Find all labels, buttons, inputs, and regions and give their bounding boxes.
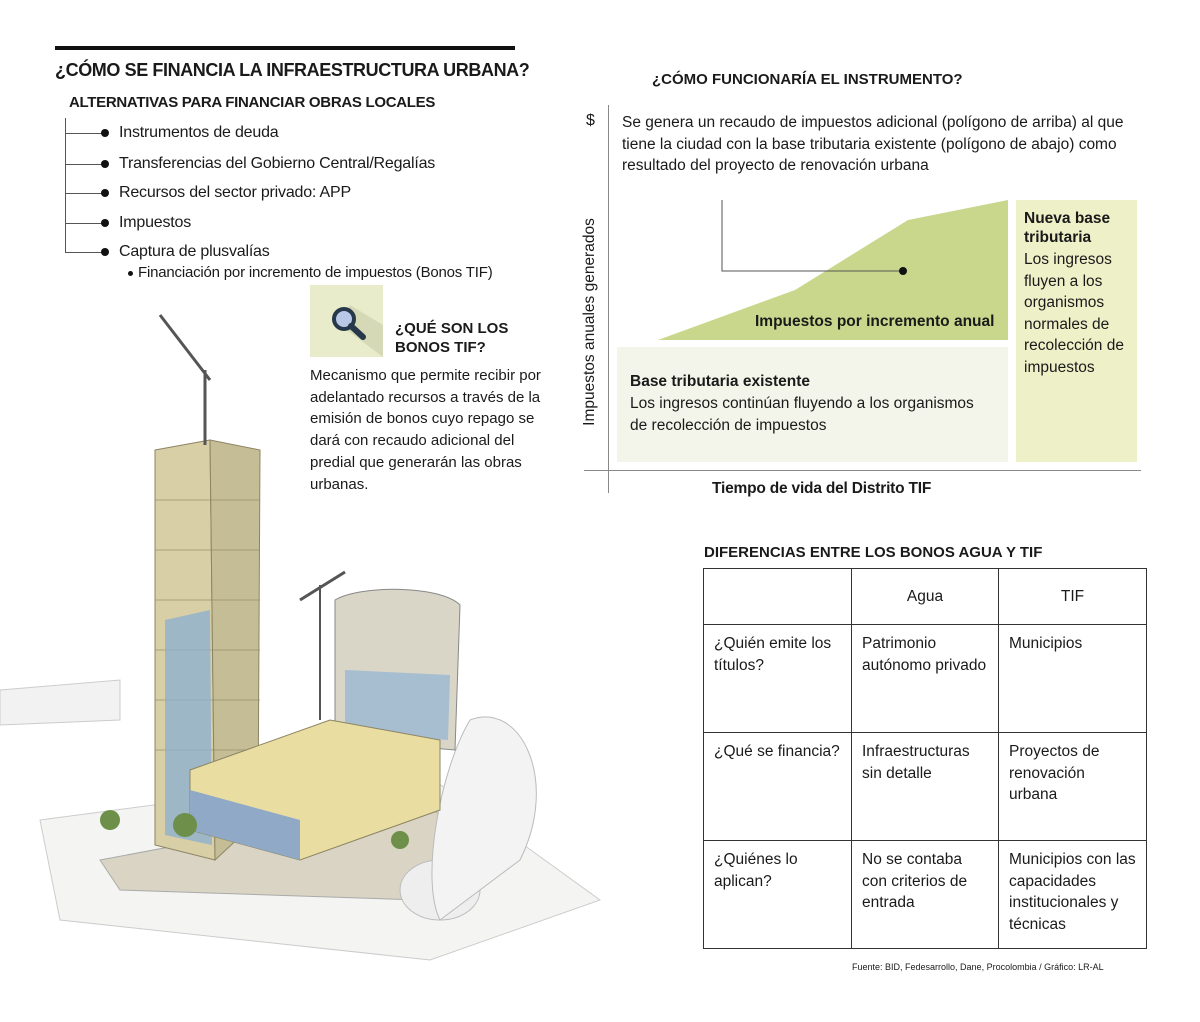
sub-list-item-label: Financiación por incremento de impuestos… bbox=[138, 264, 493, 281]
y-axis-label: Impuestos anuales generados bbox=[581, 218, 598, 426]
list-item-label: Impuestos bbox=[119, 214, 192, 231]
building-illustration bbox=[0, 314, 602, 961]
bullet-icon bbox=[101, 219, 109, 227]
list-item-label: Recursos del sector privado: APP bbox=[119, 184, 351, 201]
source-credit: Fuente: BID, Fedesarrollo, Dane, Procolo… bbox=[852, 962, 1104, 972]
header-cell: TIF bbox=[998, 568, 1147, 625]
x-axis-label: Tiempo de vida del Distrito TIF bbox=[712, 480, 932, 497]
diagram-title: ¿CÓMO FUNCIONARÍA EL INSTRUMENTO? bbox=[652, 71, 963, 88]
x-axis bbox=[584, 470, 1141, 471]
bullet-icon bbox=[101, 248, 109, 256]
table-cell: No se contaba con criterios de entrada bbox=[851, 840, 999, 949]
table-row: ¿Quiénes lo aplican?No se contaba con cr… bbox=[703, 840, 1147, 949]
list-item: Instrumentos de deuda bbox=[65, 123, 279, 143]
table-row: ¿Qué se financia?Infraestructuras sin de… bbox=[703, 732, 1147, 841]
list-item: Transferencias del Gobierno Central/Rega… bbox=[65, 154, 435, 174]
list-item-label: Captura de plusvalías bbox=[119, 243, 270, 260]
table-cell: Patrimonio autónomo privado bbox=[851, 624, 999, 733]
table-cell: Infraestructuras sin detalle bbox=[851, 732, 999, 841]
increment-polygon bbox=[658, 200, 1008, 340]
existing-base-title: Base tributaria existente bbox=[630, 373, 811, 390]
list-item: Recursos del sector privado: APP bbox=[65, 183, 351, 203]
currency-symbol: $ bbox=[586, 112, 595, 129]
bullet-icon bbox=[101, 129, 109, 137]
magnifier-icon bbox=[332, 305, 383, 357]
header-cell: Agua bbox=[851, 568, 999, 625]
list-item-label: Transferencias del Gobierno Central/Rega… bbox=[119, 155, 436, 172]
bullet-icon bbox=[128, 270, 133, 276]
increment-label: Impuestos por incremento anual bbox=[755, 313, 995, 330]
list-item-label: Instrumentos de deuda bbox=[119, 124, 279, 141]
bullet-icon bbox=[101, 160, 109, 168]
header-cell bbox=[703, 568, 852, 625]
table-cell: Municipios bbox=[998, 624, 1147, 733]
question-line: BONOS TIF? bbox=[395, 339, 486, 356]
table-row: ¿Quién emite los títulos?Patrimonio autó… bbox=[703, 624, 1147, 733]
magnifier-tile bbox=[310, 285, 383, 357]
table-cell: Proyectos de renovación urbana bbox=[998, 732, 1147, 841]
list-item: Captura de plusvalías bbox=[65, 242, 270, 262]
existing-base-text: Los ingresos continúan fluyendo a los or… bbox=[630, 395, 974, 434]
leader-dot bbox=[899, 267, 907, 275]
y-axis bbox=[608, 105, 609, 493]
bullet-icon bbox=[101, 189, 109, 197]
table-cell: Municipios con las capacidades instituci… bbox=[998, 840, 1147, 949]
bonds-answer: Mecanismo que permite recibir por adelan… bbox=[310, 367, 541, 493]
list-item: Impuestos bbox=[65, 213, 191, 233]
question-line: ¿QUÉ SON LOS bbox=[395, 320, 509, 337]
table-title: DIFERENCIAS ENTRE LOS BONOS AGUA Y TIF bbox=[704, 544, 1043, 561]
leader-line bbox=[721, 200, 903, 272]
bonds-question: ¿QUÉ SON LOS BONOS TIF? bbox=[395, 319, 508, 357]
page-title: ¿CÓMO SE FINANCIA LA INFRAESTRUCTURA URB… bbox=[55, 60, 530, 80]
title-rule bbox=[55, 46, 515, 50]
table-cell: ¿Quién emite los títulos? bbox=[703, 624, 852, 733]
new-base-title: Nueva base tributaria bbox=[1024, 210, 1111, 246]
table-cell: ¿Quiénes lo aplican? bbox=[703, 840, 852, 949]
table-cell: ¿Qué se financia? bbox=[703, 732, 852, 841]
sub-list-item: Financiación por incremento de impuestos… bbox=[128, 264, 493, 281]
section-subtitle: ALTERNATIVAS PARA FINANCIAR OBRAS LOCALE… bbox=[69, 94, 436, 111]
diagram-description: Se genera un recaudo de impuestos adicio… bbox=[622, 114, 1124, 174]
new-base-text: Los ingresos fluyen a los organismos nor… bbox=[1024, 251, 1124, 376]
tree-line bbox=[65, 118, 66, 252]
increment-area bbox=[658, 200, 1008, 340]
